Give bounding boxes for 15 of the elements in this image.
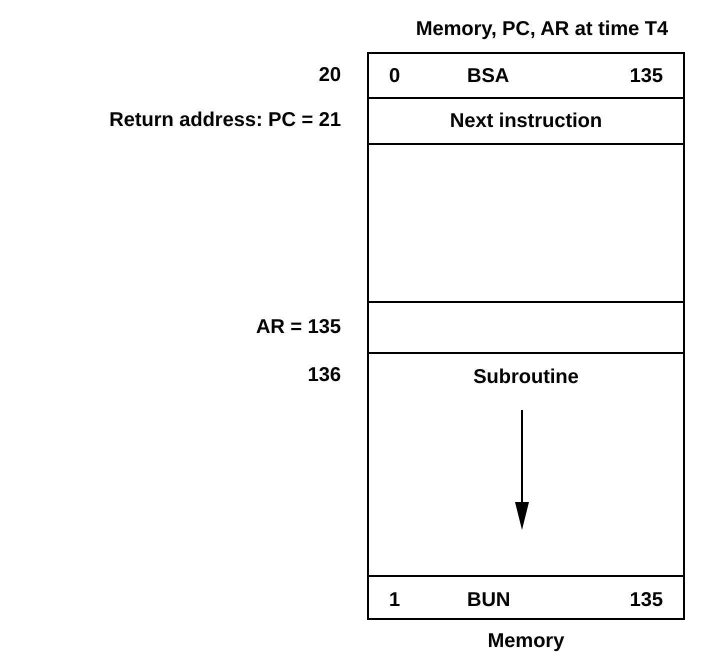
address-label: AR = 135 (256, 314, 341, 340)
diagram-title: Memory, PC, AR at time T4 (416, 17, 668, 42)
address-value: 135 (630, 588, 663, 612)
opcode-bit: 0 (389, 64, 402, 88)
instruction-mnemonic: BSA (466, 64, 510, 88)
memory-word-label: Subroutine (473, 365, 579, 390)
address-label: 136 (308, 363, 341, 388)
address-label: Return address: PC = 21 (109, 108, 341, 133)
instruction-mnemonic: BUN (466, 588, 512, 612)
memory-word-label: Next instruction (450, 109, 602, 134)
opcode-bit: 1 (389, 588, 402, 612)
address-value: 135 (630, 64, 663, 88)
address-label: 20 (318, 62, 341, 88)
memory-column (367, 52, 685, 620)
diagram-caption: Memory (488, 629, 564, 654)
